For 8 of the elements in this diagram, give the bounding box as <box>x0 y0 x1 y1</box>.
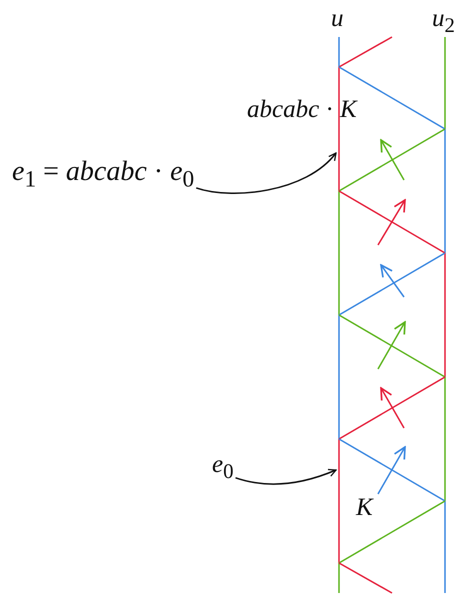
math-label: K <box>356 495 373 520</box>
math-expression: e$_{0}$ <box>212 452 234 482</box>
math-label: abcabc · K <box>247 97 357 122</box>
axis-label: u$_{2}$ <box>432 6 455 36</box>
math-expression: e$_{1}$ = abcabc · e$_{0}$ <box>12 158 194 192</box>
leader-line <box>196 152 337 194</box>
leader-line <box>235 468 337 485</box>
axis-label: u <box>331 6 344 31</box>
